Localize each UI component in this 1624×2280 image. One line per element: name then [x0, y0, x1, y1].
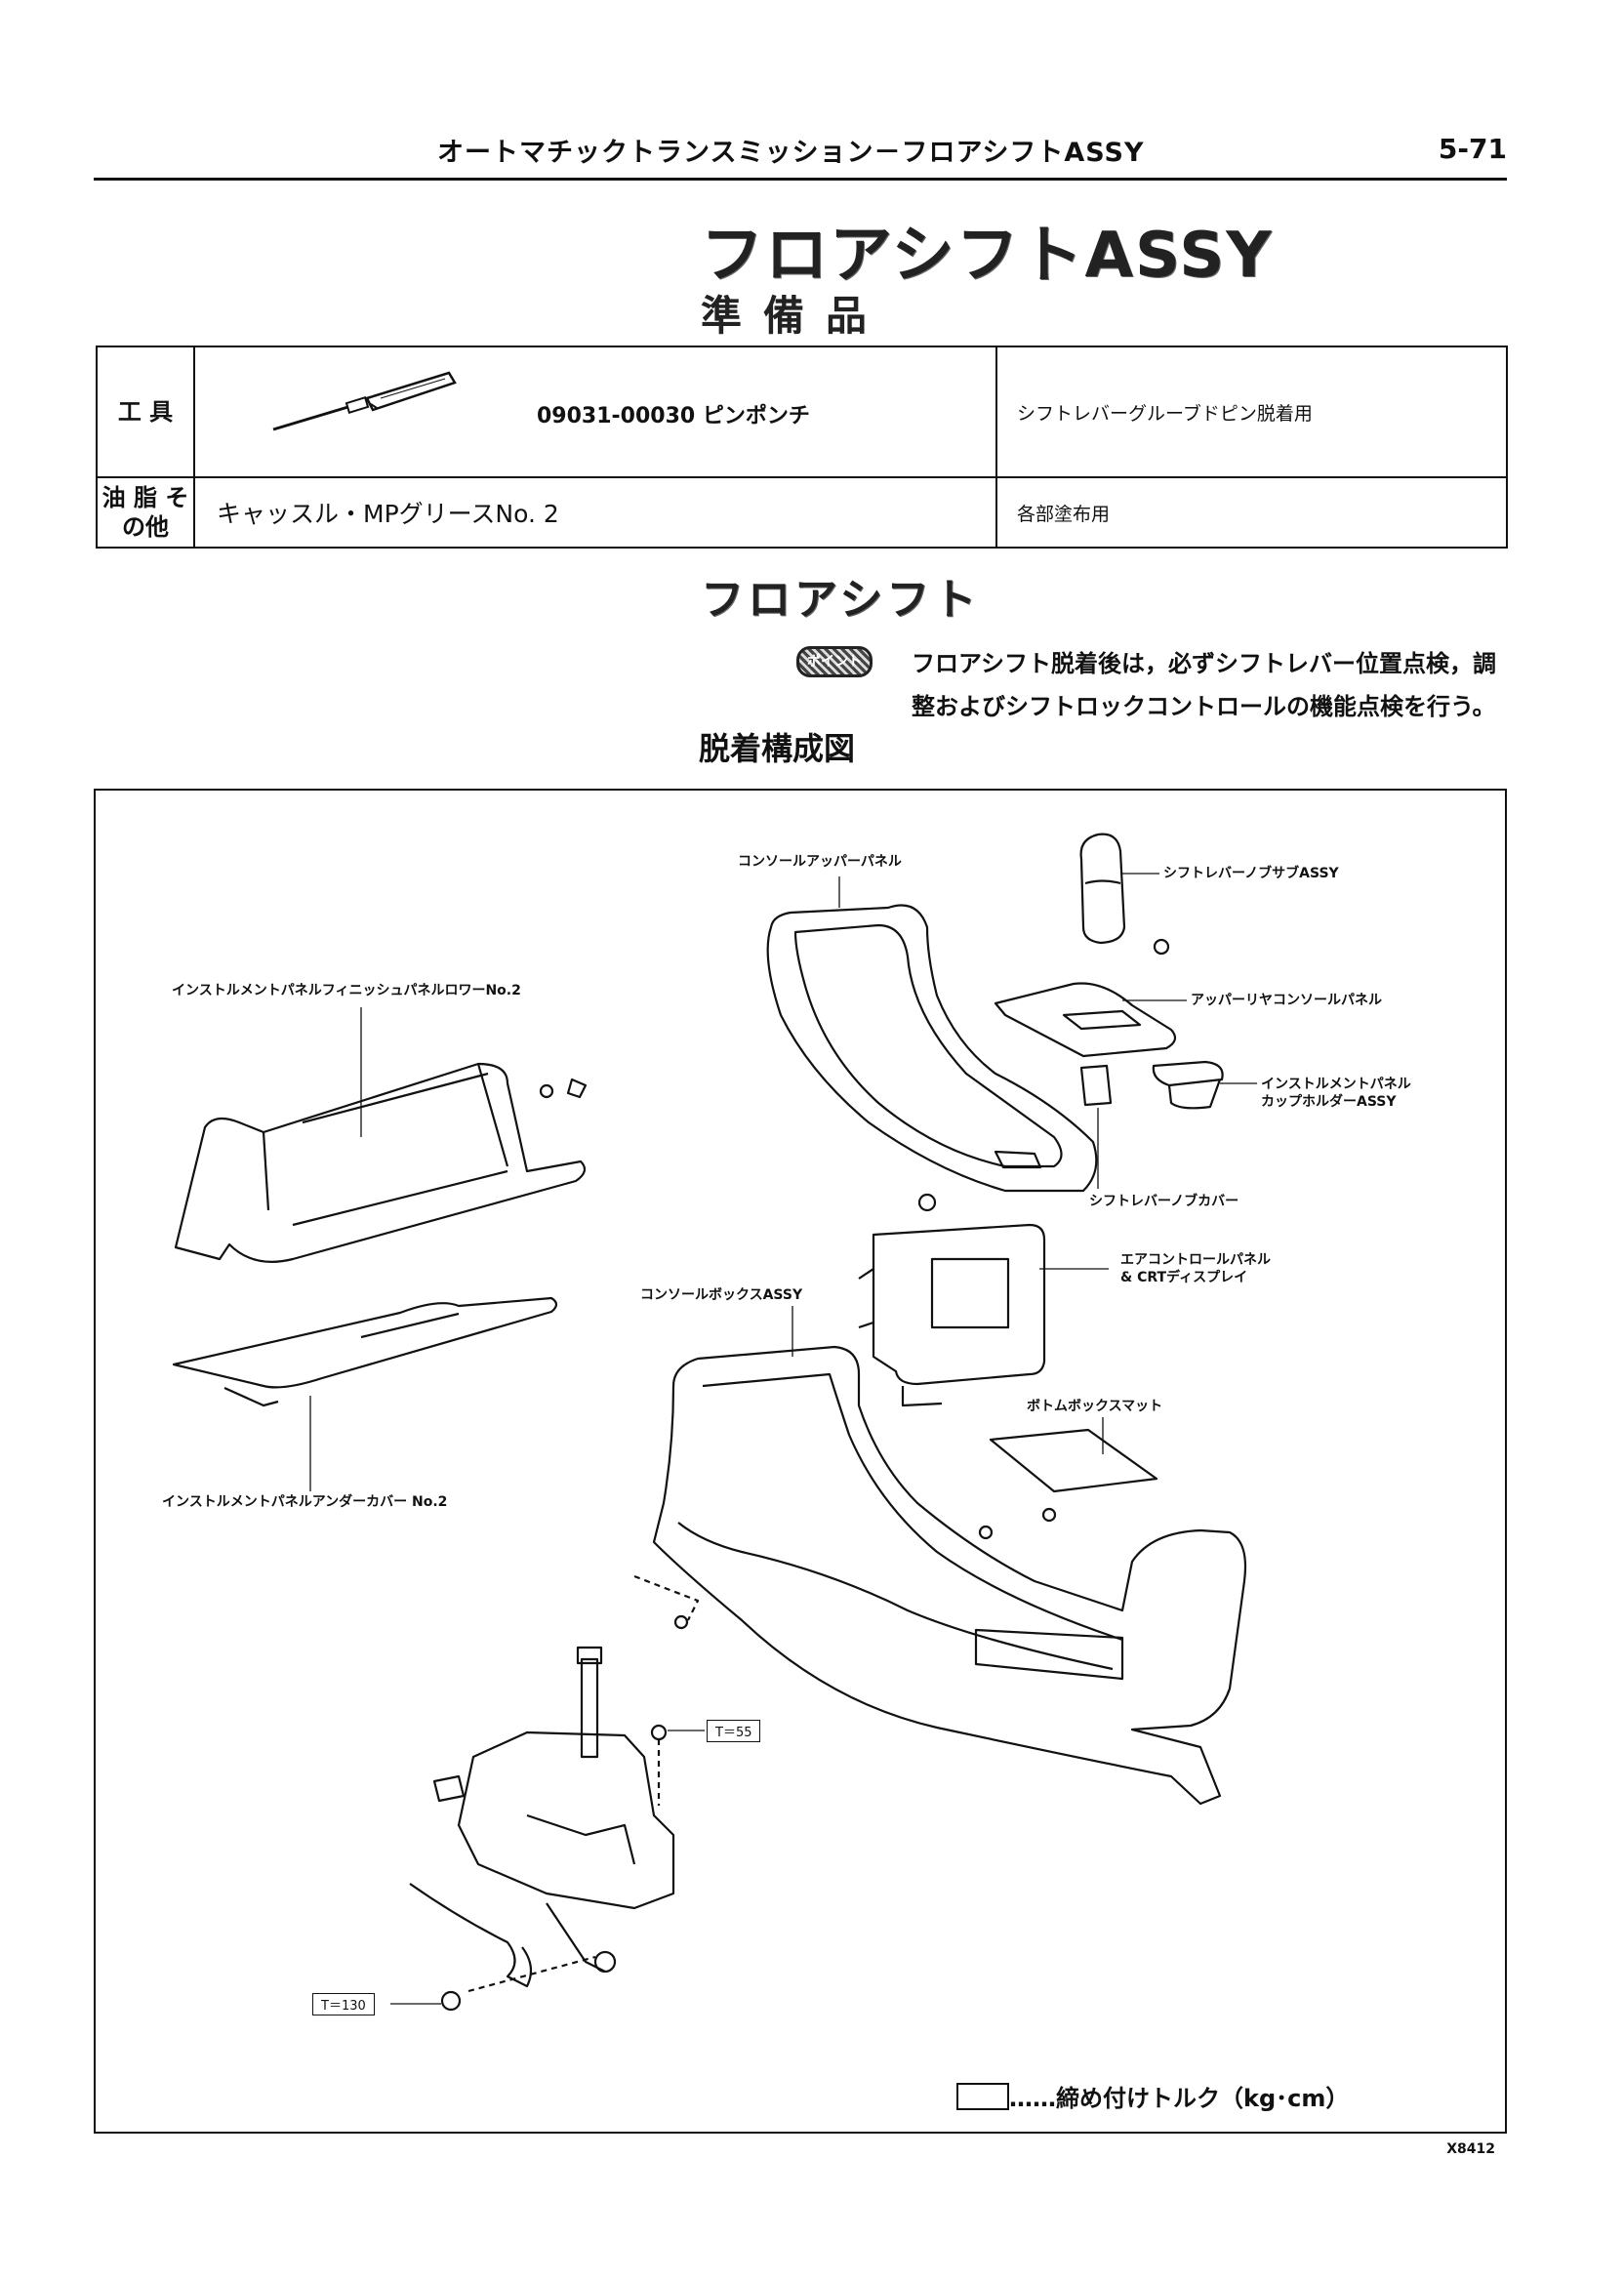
table-row: 工 具 09031-00030 ピンポンチ シフトレバーグルーブドピン脱着用	[96, 346, 1508, 478]
label-finish-panel-lower: インストルメントパネルフィニッシュパネルロワーNo.2	[172, 983, 521, 998]
label-shift-knob: シフトレバーノブサブASSY	[1163, 866, 1339, 881]
figure-id: X8412	[1446, 2141, 1495, 2157]
section-title: フロアシフト	[701, 575, 981, 625]
header-divider	[94, 178, 1507, 181]
note-line-2: 整およびシフトロックコントロールの機能点検を行う。	[912, 693, 1496, 720]
page-title: フロアシフトASSY	[701, 220, 1274, 292]
page-number: 5-71	[1438, 133, 1507, 165]
label-cup-holder-line1: インストルメントパネル	[1261, 1077, 1411, 1092]
label-bottom-mat: ボトムボックスマット	[1027, 1399, 1163, 1414]
shift-knob-drawing	[1079, 833, 1126, 945]
cup-holder-drawing	[1152, 1060, 1224, 1087]
item-cell: キャッスル・MPグリースNo. 2	[193, 476, 997, 549]
point-badge: ポイント	[796, 646, 873, 677]
preparation-table: 工 具 09031-00030 ピンポンチ シフトレバーグルーブドピン脱着用 油…	[96, 346, 1508, 549]
torque-box-130: T＝130	[312, 1993, 375, 2015]
bottom-mat-drawing	[989, 1428, 1158, 1493]
label-under-cover: インストルメントパネルアンダーカバー No.2	[162, 1494, 448, 1510]
shift-knob-cover-drawing	[1079, 1064, 1113, 1107]
table-row: 油 脂 その他 キャッスル・MPグリースNo. 2 各部塗布用	[96, 476, 1508, 549]
ac-panel-drawing	[872, 1223, 1046, 1386]
console-box-drawing	[652, 1345, 1247, 1806]
label-console-upper-panel: コンソールアッパーパネル	[738, 854, 902, 870]
pin-punch-icon	[272, 371, 457, 431]
tool-name: 09031-00030 ピンポンチ	[537, 404, 810, 428]
diagram-frame	[94, 789, 1507, 2134]
label-upper-rear-console-panel: アッパーリヤコンソールパネル	[1191, 993, 1382, 1008]
note-line-1: フロアシフト脱着後は，必ずシフトレバー位置点検，調	[912, 650, 1497, 677]
torque-legend-box	[956, 2083, 1009, 2110]
label-ac-panel-line1: エアコントロールパネル	[1120, 1252, 1271, 1268]
under-cover-drawing	[172, 1296, 558, 1389]
console-upper-panel-drawing	[766, 904, 1098, 1193]
header-title: オートマチックトランスミッション－フロアシフトASSY	[437, 138, 1145, 168]
label-cup-holder-line2: カップホルダーASSY	[1261, 1094, 1397, 1110]
category-cell: 油 脂 その他	[96, 476, 195, 549]
preparation-title: 準備品	[701, 292, 889, 340]
label-console-box: コンソールボックスASSY	[640, 1287, 803, 1303]
torque-box-55: T＝55	[707, 1720, 761, 1742]
usage-cell: シフトレバーグルーブドピン脱着用	[995, 346, 1508, 478]
diagram-title: 脱着構成図	[699, 730, 856, 767]
usage-cell: 各部塗布用	[995, 476, 1508, 549]
item-cell: 09031-00030 ピンポンチ	[193, 346, 997, 478]
upper-rear-console-panel-drawing	[994, 982, 1177, 1058]
shift-cable-drawing	[409, 1883, 533, 1988]
shift-lever-assembly-drawing	[457, 1730, 675, 1910]
label-shift-knob-cover: シフトレバーノブカバー	[1089, 1194, 1239, 1209]
torque-legend-text: ……締め付けトルク（kg･cm）	[1009, 2085, 1350, 2112]
category-cell: 工 具	[96, 346, 195, 478]
finish-panel-lower-drawing	[174, 1062, 587, 1263]
label-ac-panel-line2: & CRTディスプレイ	[1120, 1270, 1248, 1285]
